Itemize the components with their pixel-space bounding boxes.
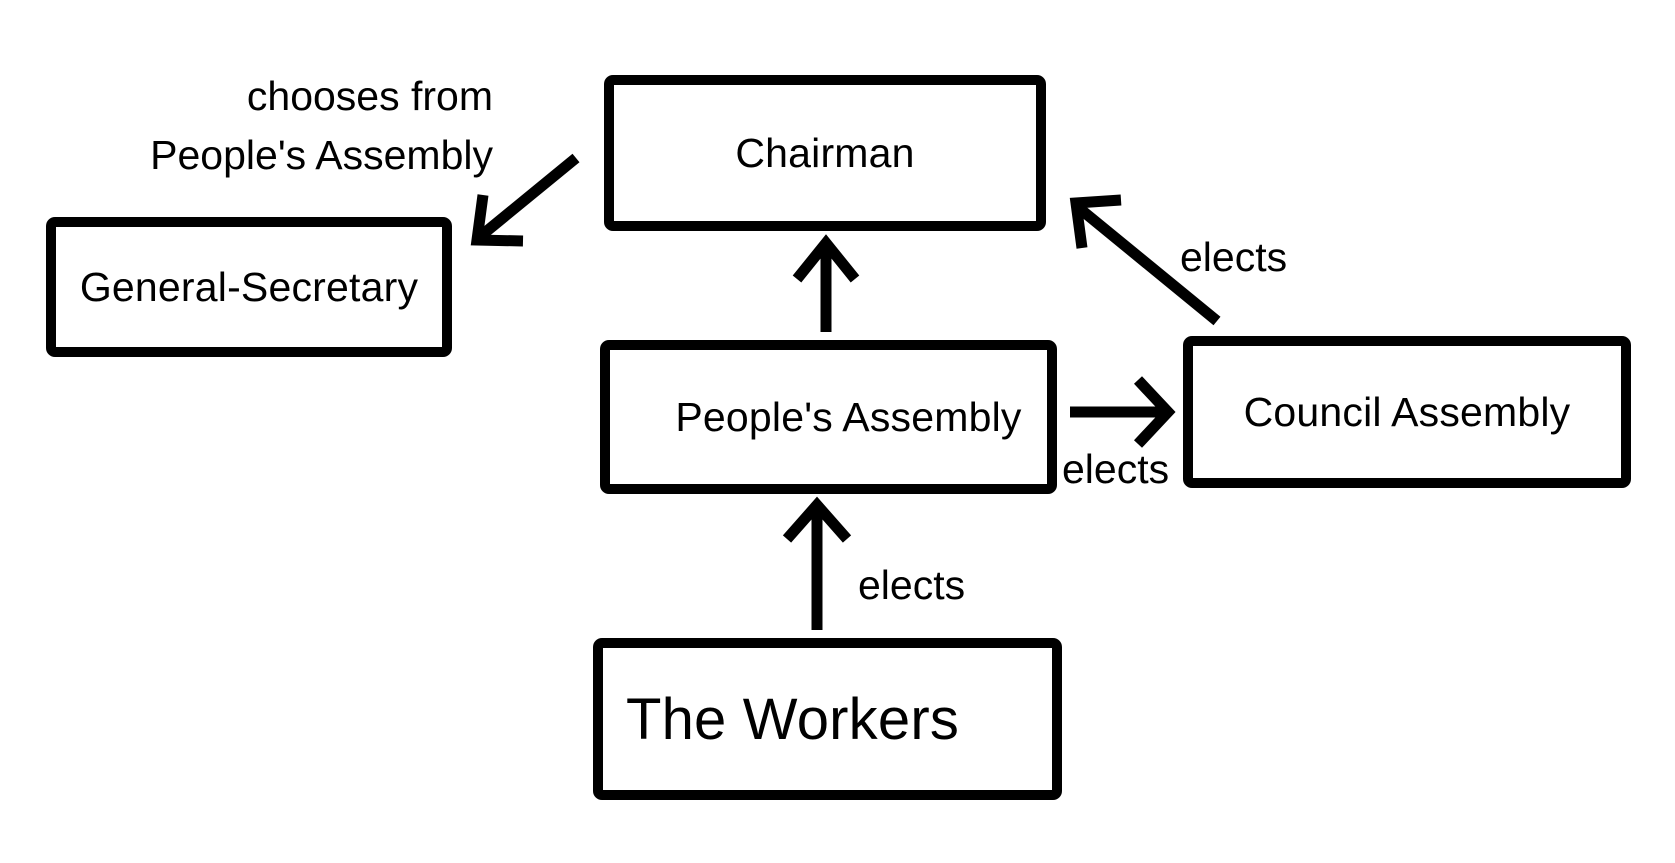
node-peoples-assembly-label: People's Assembly [675, 393, 1022, 440]
label-workers-to-people-elects: elects [858, 562, 966, 608]
node-council-assembly-label: Council Assembly [1243, 388, 1571, 435]
arrow-workers-to-peoples-assembly [782, 496, 852, 630]
arrow-peoples-assembly-to-chairman [792, 234, 860, 332]
label-council-to-chairman-elects: elects [1180, 234, 1288, 280]
arrow-peoples-assembly-to-council-assembly [1070, 376, 1176, 448]
label-chooses-from-line1: chooses from [246, 73, 493, 119]
node-peoples-assembly: People's Assembly [600, 340, 1057, 494]
node-general-secretary: General-Secretary [46, 217, 452, 357]
node-general-secretary-label: General-Secretary [79, 263, 419, 310]
arrow-council-assembly-to-chairman [1069, 194, 1221, 326]
node-chairman-label: Chairman [735, 129, 915, 176]
node-the-workers-label: The Workers [625, 686, 960, 752]
label-people-to-council-elects: elects [1062, 446, 1170, 492]
node-chairman: Chairman [604, 75, 1046, 231]
node-the-workers: The Workers [593, 638, 1062, 800]
arrow-chairman-to-general-secretary [470, 153, 580, 247]
label-chooses-from-line2: People's Assembly [150, 132, 493, 178]
node-council-assembly: Council Assembly [1183, 336, 1631, 488]
